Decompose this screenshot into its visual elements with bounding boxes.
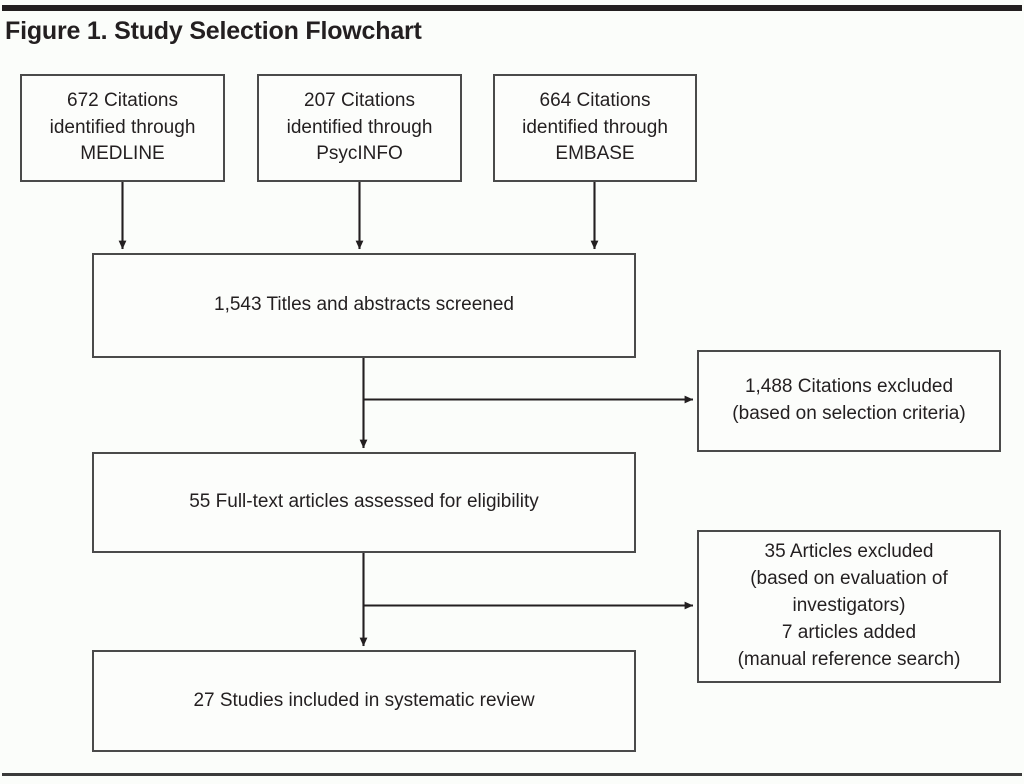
excluded-screening-line-2: (based on selection criteria) — [732, 403, 966, 424]
excluded-fulltext-line-1: 35 Articles excluded — [764, 541, 934, 563]
fulltext-line-1: 55 Full-text articles assessed for eligi… — [189, 491, 539, 513]
excluded-fulltext-line-5: (manual reference search) — [737, 648, 961, 670]
psycinfo-line-3: PsycINFO — [316, 143, 403, 165]
excluded-fulltext-line-3: investigators) — [792, 595, 906, 617]
medline-line-1: 672 Citations — [67, 89, 178, 111]
embase-line-2: identified through — [522, 116, 668, 138]
box-studies-included: 27 Studies included in systematic review — [92, 650, 636, 752]
excluded-screening-line-1: 1,488 Citations excluded — [744, 376, 954, 398]
box-titles-abstracts-screened: 1,543 Titles and abstracts screened — [92, 253, 636, 358]
excluded-fulltext-line-2: (based on evaluation of — [750, 568, 948, 590]
psycinfo-line-1: 207 Citations — [304, 89, 415, 111]
bottom-rule — [2, 773, 1022, 776]
screened-line-1: 1,543 Titles and abstracts screened — [214, 294, 514, 316]
box-psycinfo-citations: 207 Citations identified through PsycINF… — [257, 74, 462, 182]
medline-line-3: MEDLINE — [80, 143, 165, 165]
excluded-fulltext-line-4: 7 articles added — [781, 621, 917, 643]
figure-title: Figure 1. Study Selection Flowchart — [5, 17, 422, 45]
medline-line-2: identified through — [49, 116, 196, 138]
embase-line-1: 664 Citations — [539, 89, 651, 111]
psycinfo-line-2: identified through — [286, 116, 433, 138]
included-line-1: 27 Studies included in systematic review — [193, 689, 535, 711]
box-fulltext-articles-assessed: 55 Full-text articles assessed for eligi… — [92, 452, 636, 553]
box-articles-excluded: 35 Articles excluded (based on evaluatio… — [697, 530, 1001, 683]
box-embase-citations: 664 Citations identified through EMBASE — [493, 74, 697, 182]
embase-line-3: EMBASE — [555, 143, 635, 165]
box-citations-excluded: 1,488 Citations excluded (based on selec… — [697, 350, 1001, 452]
top-rule — [2, 5, 1022, 11]
box-medline-citations: 672 Citations identified through MEDLINE — [20, 74, 225, 182]
